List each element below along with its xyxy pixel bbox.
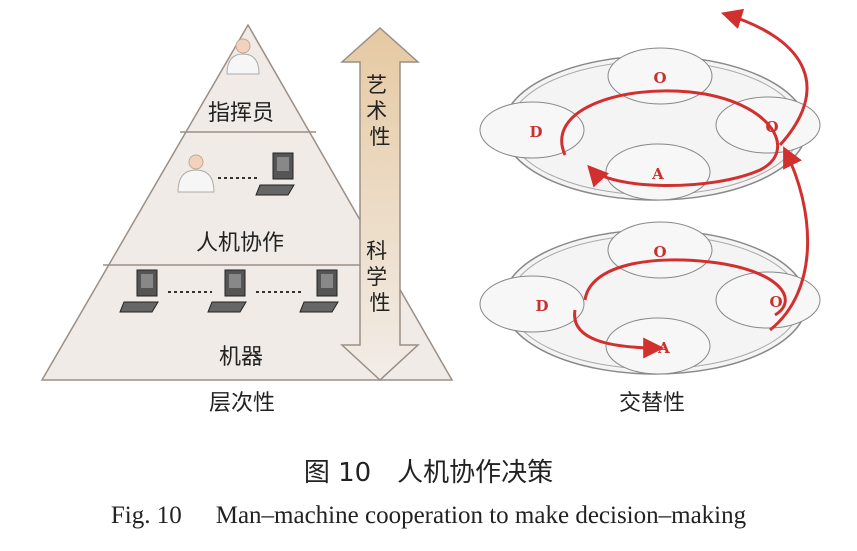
hierarchy-label: 层次性 — [209, 391, 275, 416]
hierarchy-pyramid: 指挥员 人机协作 机器 层次性 — [40, 23, 454, 416]
commander-person-icon — [226, 38, 260, 75]
node-letter: D — [535, 297, 548, 315]
node-letter: O — [653, 69, 666, 87]
node-letter: A — [651, 165, 664, 183]
lower-cycle-arrow-return — [573, 309, 665, 359]
caption-english-text: Man–machine cooperation to make decision… — [215, 502, 747, 529]
caption-figure-number: Fig. 10 — [110, 502, 182, 529]
lower-cycle-network: O D O A — [479, 221, 821, 375]
computer-icon — [207, 269, 247, 313]
person-icon — [177, 154, 215, 193]
caption-english: Fig. 10 Man–machine cooperation to make d… — [0, 502, 857, 530]
lower-cycle-arrow — [583, 258, 787, 317]
node-cluster — [607, 47, 713, 105]
transition-arrow — [769, 146, 810, 332]
node-cluster — [479, 275, 585, 333]
node-letter: O — [769, 293, 782, 311]
art-science-arrow: 艺 术 性 科 学 性 — [340, 26, 420, 382]
upper-cycle-network: O D O A — [479, 47, 821, 201]
commander-label: 指挥员 — [208, 101, 274, 126]
escape-arrow — [720, 8, 809, 147]
science-label: 科 学 性 — [366, 239, 394, 315]
alternation-label: 交替性 — [619, 391, 685, 416]
art-label: 艺 术 性 — [366, 73, 394, 149]
computer-icon — [119, 269, 159, 313]
node-cluster — [715, 271, 821, 329]
machine-label: 机器 — [219, 345, 263, 370]
node-letter: O — [653, 243, 666, 261]
node-letter: D — [529, 123, 542, 141]
upper-cycle-arrow — [560, 89, 780, 188]
node-cluster — [479, 101, 585, 159]
computer-icon — [299, 269, 339, 313]
double-arrow-shape — [340, 26, 420, 382]
caption-chinese: 图 10 人机协作决策 — [303, 458, 554, 488]
collaboration-label: 人机协作 — [196, 231, 284, 256]
computer-icon — [255, 152, 295, 196]
